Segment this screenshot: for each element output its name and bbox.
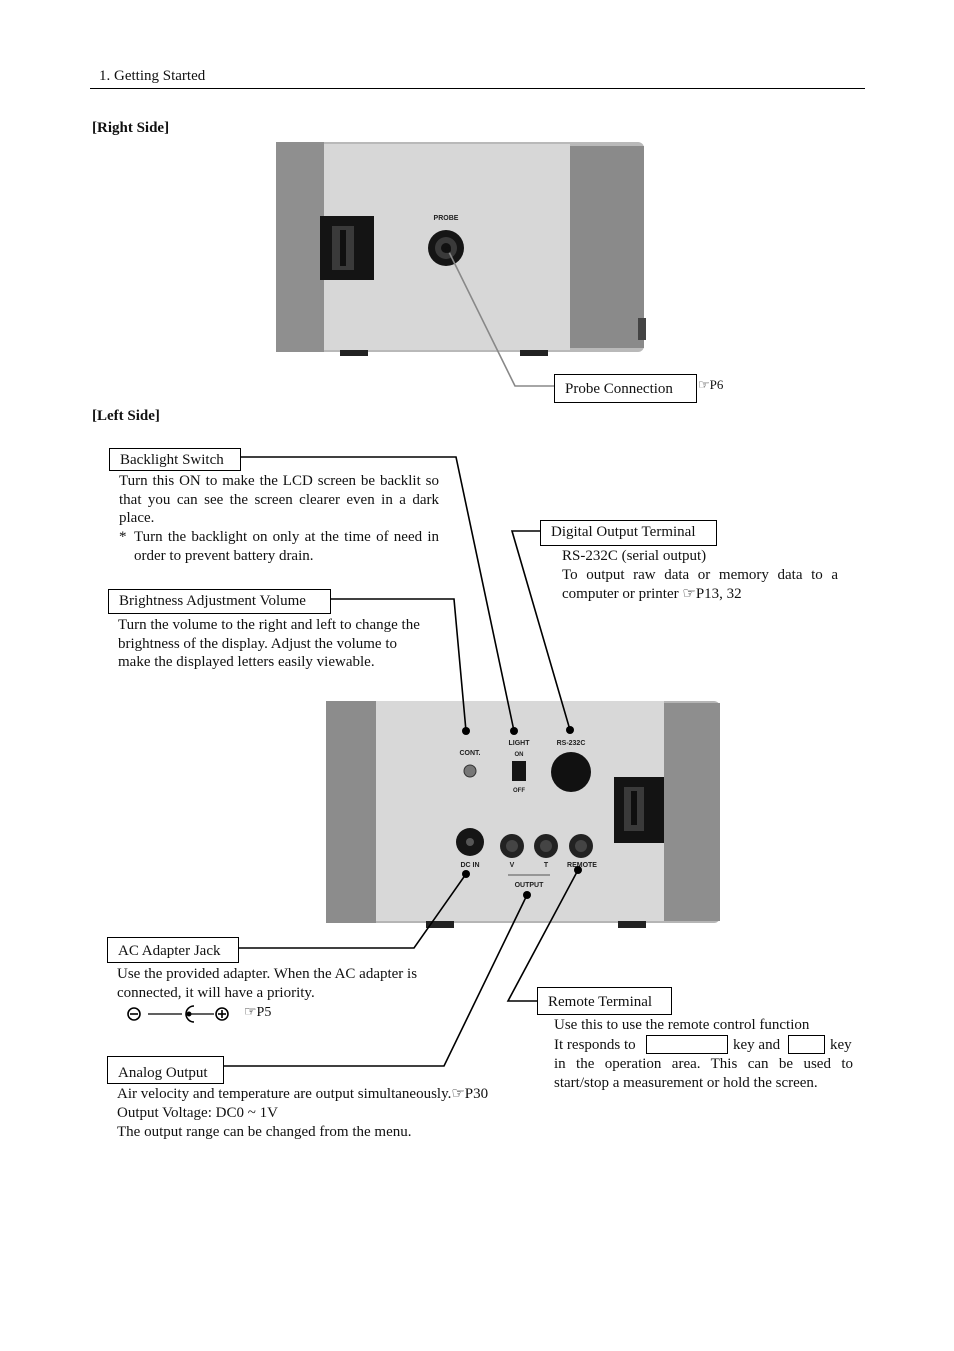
digital-output-text: To output raw data or memory data to a c…	[562, 567, 838, 602]
analog-line1-text: Air velocity and temperature are output …	[117, 1086, 452, 1102]
digital-output-line2: To output raw data or memory data to a c…	[562, 566, 838, 603]
remote-terminal-callout: Remote Terminal	[537, 987, 672, 1015]
remote-line2b: key and	[733, 1037, 781, 1053]
v-output-label: V	[510, 862, 515, 869]
right-side-device-photo: PROBE	[276, 142, 646, 356]
t-output-label: T	[544, 862, 549, 869]
ac-adapter-description: Use the provided adapter. When the AC ad…	[117, 966, 418, 1001]
dcin-label: DC IN	[460, 862, 479, 869]
remote-label: REMOTE	[567, 862, 597, 869]
remote-line1: Use this to use the remote control funct…	[554, 1017, 810, 1033]
header-rule	[90, 88, 865, 89]
remote-line2a: It responds to	[554, 1037, 636, 1053]
key-placeholder-2	[788, 1035, 825, 1054]
ac-adapter-ref: ☞P5	[244, 1005, 272, 1020]
rs232c-label: RS-232C	[557, 740, 586, 747]
analog-ref: ☞P30	[451, 1086, 489, 1102]
light-on-label: ON	[515, 752, 524, 758]
analog-line3: The output range can be changed from the…	[117, 1124, 412, 1140]
left-side-heading: [Left Side]	[92, 408, 160, 424]
analog-output-callout: Analog Output	[107, 1056, 224, 1084]
digital-output-ref: ☞P13, 32	[682, 585, 742, 602]
backlight-description: Turn this ON to make the LCD screen be b…	[119, 473, 439, 527]
polarity-icon	[127, 1005, 229, 1023]
probe-connection-ref: ☞P6	[698, 377, 724, 392]
output-label: OUTPUT	[515, 882, 545, 889]
light-label: LIGHT	[509, 740, 531, 747]
right-side-heading: [Right Side]	[92, 120, 170, 136]
light-off-label: OFF	[513, 788, 525, 794]
running-header: 1. Getting Started	[99, 68, 206, 84]
remote-line2c: key	[830, 1037, 852, 1053]
probe-label: PROBE	[434, 215, 459, 222]
remote-line3: in the operation area. This can be used …	[554, 1056, 853, 1091]
left-side-device-photo: CONT. LIGHT ON OFF RS-232C DC IN V T REM…	[326, 701, 720, 928]
backlight-note: Turn the backlight on only at the time o…	[134, 529, 439, 564]
probe-connection-callout: Probe Connection	[554, 374, 697, 403]
analog-line2: Output Voltage: DC0 ~ 1V	[117, 1105, 278, 1121]
brightness-description: Turn the volume to the right and left to…	[118, 617, 420, 671]
ac-adapter-callout: AC Adapter Jack	[107, 937, 239, 963]
digital-output-line1: RS-232C (serial output)	[562, 548, 707, 564]
backlight-switch-callout: Backlight Switch	[109, 448, 241, 471]
brightness-volume-callout: Brightness Adjustment Volume	[108, 589, 331, 614]
backlight-note-mark: *	[119, 529, 127, 545]
digital-output-callout: Digital Output Terminal	[540, 520, 717, 546]
analog-line1: Air velocity and temperature are output …	[117, 1085, 488, 1104]
key-placeholder-1	[646, 1035, 728, 1054]
cont-label: CONT.	[460, 750, 481, 757]
